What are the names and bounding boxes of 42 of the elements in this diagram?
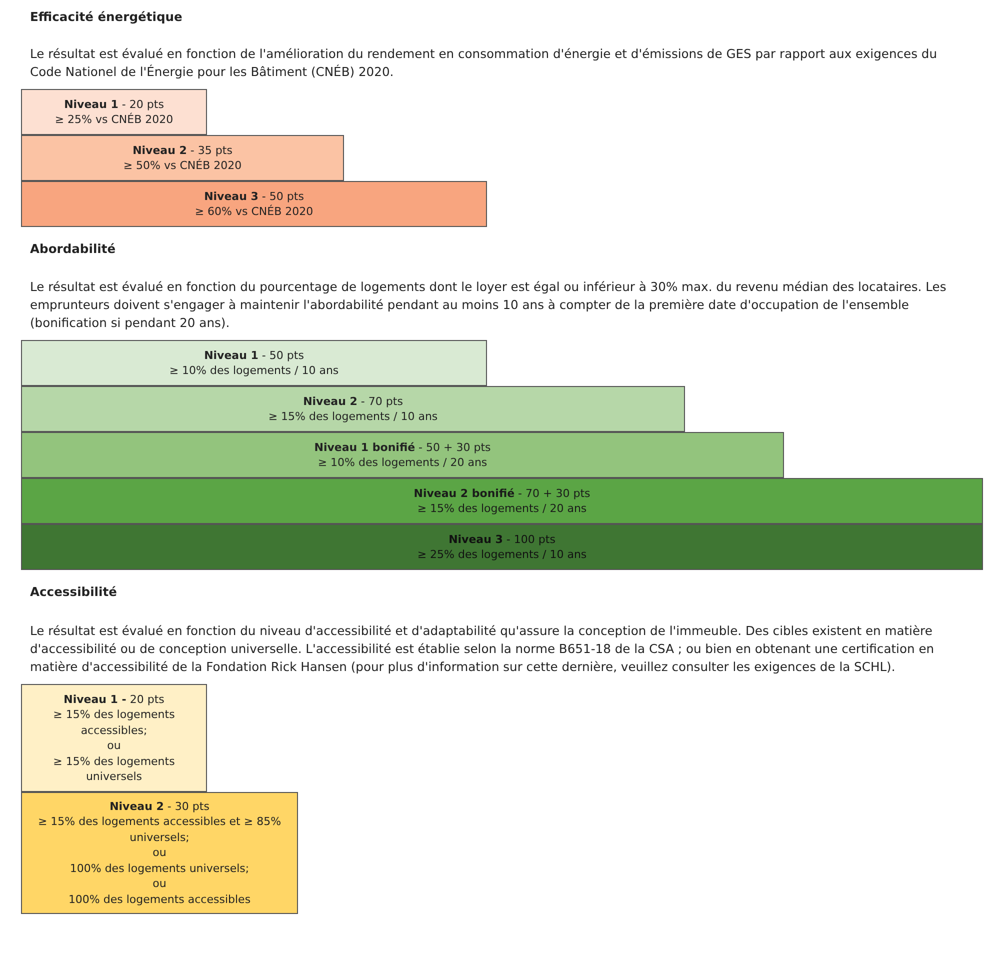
level-criterion: ≥ 15% des logements accessibles et ≥ 85% universels;	[36, 814, 282, 846]
level-criterion: 100% des logements accessibles	[68, 892, 251, 908]
level-title: Niveau 2 - 35 pts	[132, 142, 232, 158]
level-bar	[21, 524, 983, 570]
level-title: Niveau 1 - 50 pts	[204, 348, 304, 363]
level-criterion: ≥ 15% des logements / 20 ans	[417, 501, 587, 516]
level-bar	[21, 792, 298, 914]
level-title: Niveau 1 - 20 pts	[64, 96, 164, 112]
level-bar	[21, 432, 784, 478]
section-heading: Efficacité énergétique	[30, 9, 184, 26]
level-bar	[21, 135, 344, 181]
level-criterion: ≥ 25% des logements / 10 ans	[417, 547, 587, 562]
description-paragraph: Le résultat est évalué en fonction du niveau d'accessibilité et d'adaptabilité qu'assure la conception de l'immeuble. Des cibles existent en matière d'accessibilité ou de conception universelle. L'accessibilité est établie selon la norme B651-18 de la CSA ; ou bien en obtenant une certification en matière d'accessibilité de la Fondation Rick Hansen (pour plus d'information sur cette dernière, veuillez consulter les exigences de la SCHL).	[30, 623, 936, 676]
description-paragraph: Le résultat est évalué en fonction de l'amélioration du rendement en consommation d'énergie et d'émissions de GES par rapport aux exigences du Code Nationel de l'Énergie pour les Bâtiment (CNÉB) 2020.	[30, 46, 938, 81]
level-criterion: ≥ 50% vs CNÉB 2020	[123, 158, 242, 174]
section-heading: Abordabilité	[30, 241, 117, 258]
level-criterion: ≥ 15% des logements universels	[52, 754, 176, 784]
level-title: Niveau 2 - 70 pts	[303, 394, 403, 409]
level-title: Niveau 3 - 100 pts	[448, 532, 556, 547]
level-title: Niveau 3 - 50 pts	[204, 188, 304, 204]
level-bar	[21, 340, 487, 386]
level-title: Niveau 1 - 20 pts	[64, 692, 164, 707]
level-title: Niveau 2 - 30 pts	[110, 798, 210, 814]
level-bar	[21, 684, 207, 792]
level-criterion: ou	[152, 845, 166, 861]
level-bar	[21, 181, 487, 227]
level-criterion: ≥ 25% vs CNÉB 2020	[54, 112, 174, 128]
level-title: Niveau 2 bonifié - 70 + 30 pts	[414, 486, 590, 501]
level-criterion: ≥ 10% des logements / 10 ans	[169, 363, 339, 378]
level-bar	[21, 386, 685, 432]
level-criterion: ≥ 60% vs CNÉB 2020	[194, 204, 314, 220]
level-criterion: ≥ 15% des logements / 10 ans	[268, 409, 438, 424]
section-heading: Accessibilité	[30, 584, 118, 601]
level-criterion: 100% des logements universels;	[70, 860, 250, 876]
level-criterion: ou	[152, 876, 166, 892]
level-criterion: ≥ 15% des logements accessibles;	[52, 707, 176, 738]
level-bar	[21, 478, 983, 524]
level-criterion: ou	[107, 738, 121, 754]
description-paragraph: Le résultat est évalué en fonction du pourcentage de logements dont le loyer est égal ou inférieur à 30% max. du revenu médian des locataires. Les emprunteurs doivent s'engager à maintenir l'abordabilité pendant au moins 10 ans à compter de la première date d'occupation de l'ensemble (bonification si pendant 20 ans).	[30, 279, 948, 332]
level-criterion: ≥ 10% des logements / 20 ans	[318, 455, 488, 470]
level-bar	[21, 89, 207, 135]
level-title: Niveau 1 bonifié - 50 + 30 pts	[314, 440, 491, 455]
